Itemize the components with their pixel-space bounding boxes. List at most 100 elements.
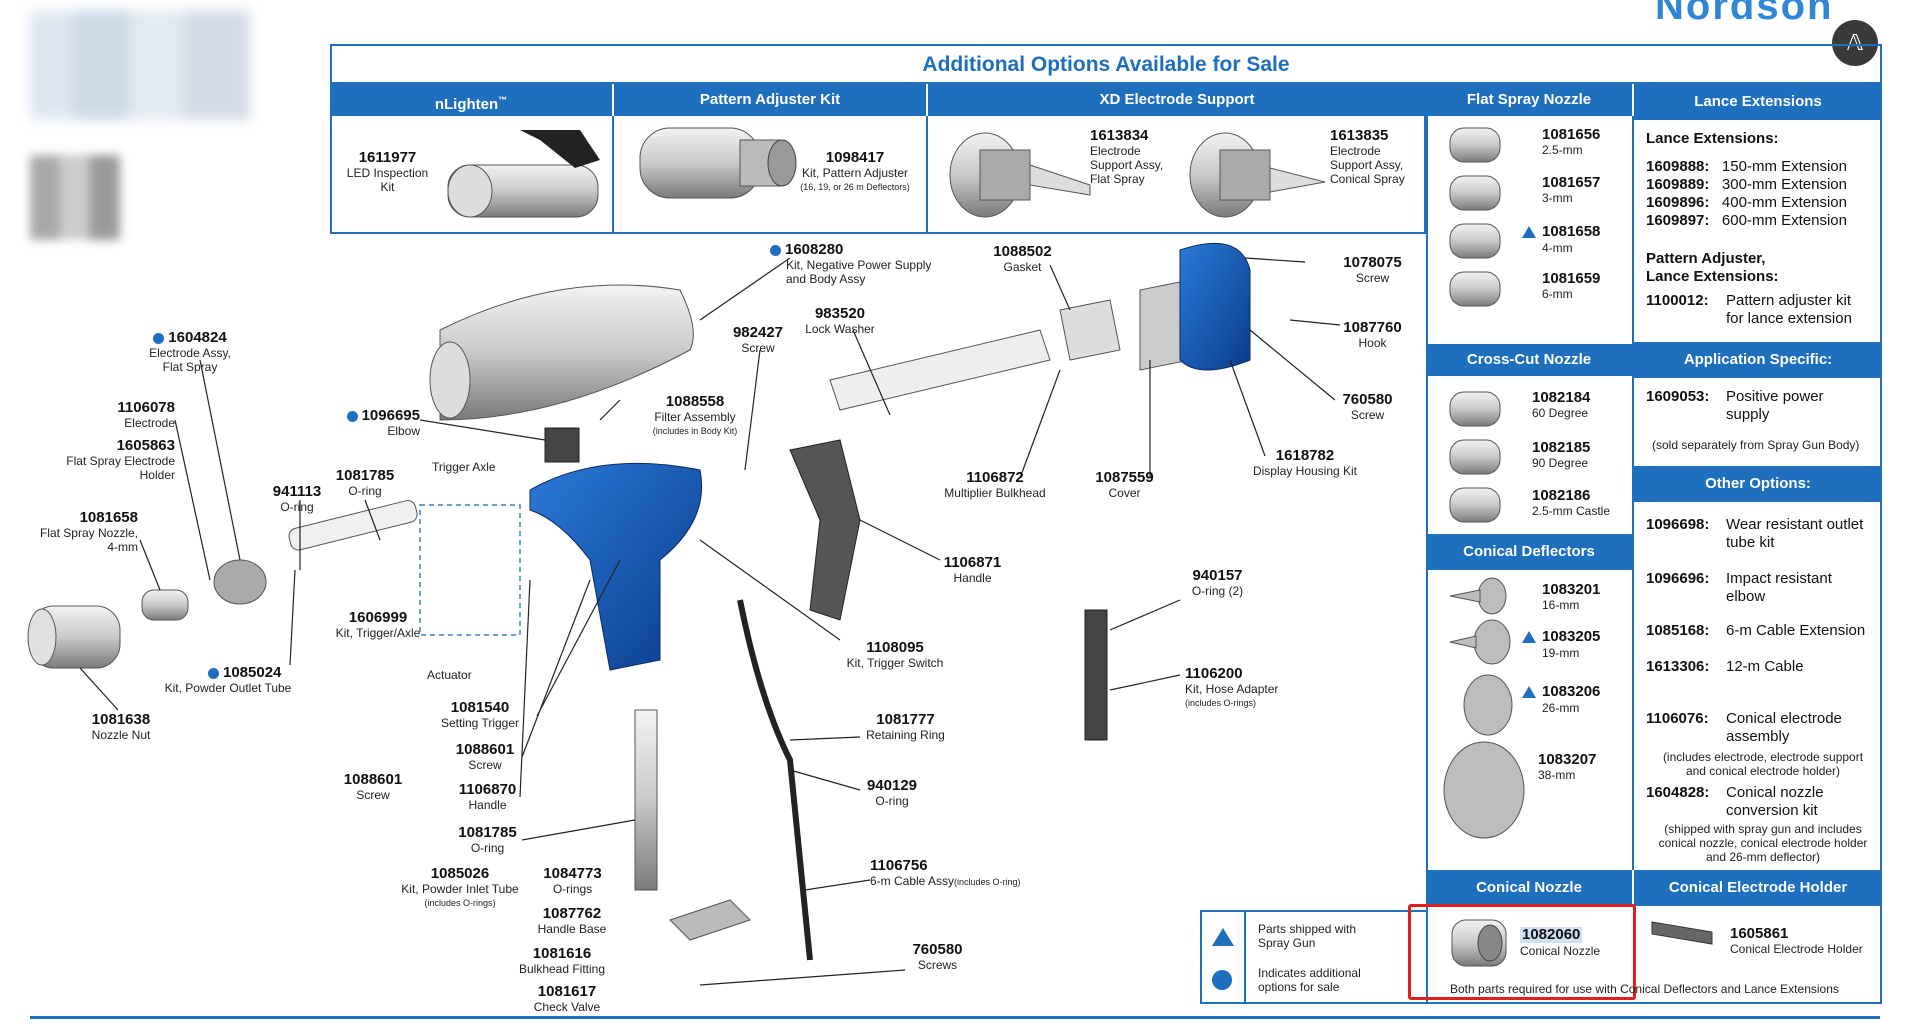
legend-divider <box>1244 910 1246 1004</box>
divider <box>1632 116 1634 870</box>
bottom-note: Both parts required for use with Conical… <box>1450 982 1839 996</box>
flat-spray-nozzle-image <box>141 589 189 621</box>
section-header-conical-nozzle: Conical Nozzle <box>1426 870 1632 906</box>
legend-box <box>1200 910 1426 1004</box>
blurred-region <box>30 10 250 120</box>
other-item-3: 1085168:6-m Cable Extension <box>1646 622 1866 639</box>
multiplier-image <box>829 329 1051 411</box>
pattern-adjuster-image <box>639 127 797 199</box>
elbow-image <box>544 427 580 463</box>
divider <box>612 116 614 234</box>
handle-cover-image <box>789 439 861 621</box>
conical-nozzle-item: 1082060 Conical Nozzle <box>1520 926 1601 958</box>
section-header-cross-cut: Cross-Cut Nozzle <box>1426 344 1632 376</box>
lance-heading: Lance Extensions: <box>1646 130 1779 147</box>
pattern-adjuster-heading: Pattern Adjuster,Lance Extensions: <box>1646 250 1779 285</box>
other-item-4: 1613306:12-m Cable <box>1646 658 1804 675</box>
cross-cut-nozzle-images <box>1449 391 1501 523</box>
section-header-conical-deflectors: Conical Deflectors <box>1426 534 1632 570</box>
lance-list: 1609888: 150-mm Extension 1609889: 300-m… <box>1646 158 1847 229</box>
electrode-holder-image <box>213 559 267 605</box>
shipped-triangle-icon <box>1522 225 1536 238</box>
section-header-lance: Lance Extensions <box>1632 84 1882 120</box>
item-1613834: 1613834 Electrode Support Assy, Flat Spr… <box>1090 127 1164 187</box>
gasket-image <box>1059 299 1121 361</box>
leader-lines <box>79 257 1341 986</box>
section-header-flat-spray: Flat Spray Nozzle <box>1426 84 1632 116</box>
section-header-xd-electrode: XD Electrode Support <box>926 84 1426 116</box>
gun-body-image <box>439 284 694 421</box>
translate-icon[interactable]: 𝔸 <box>1832 20 1878 66</box>
blurred-logo <box>30 155 120 240</box>
nozzle-nut-image <box>27 605 121 669</box>
section-header-pattern-adjuster: Pattern Adjuster Kit <box>612 84 926 116</box>
item-1611977: 1611977 LED Inspection Kit <box>346 149 429 195</box>
label-actuator: Actuator <box>427 668 472 682</box>
handle-base-image <box>669 899 751 941</box>
led-inspection-kit-image <box>447 130 600 218</box>
conical-nozzle-image <box>1451 919 1507 967</box>
hose-adapter-image <box>1084 609 1108 741</box>
divider <box>926 116 928 234</box>
conical-deflector-images <box>1443 577 1525 839</box>
shipped-triangle-icon <box>1212 928 1234 946</box>
section-header-conical-holder: Conical Electrode Holder <box>1632 870 1882 906</box>
cable-image <box>737 599 813 961</box>
flat-nozzle-images <box>1449 127 1501 307</box>
conical-holder-image <box>1651 921 1713 945</box>
section-header-nlighten: nLighten™ <box>330 84 612 116</box>
inlet-tube-image <box>634 709 658 891</box>
xd-electrode-conical-image <box>1189 132 1326 218</box>
application-note: (sold separately from Spray Gun Body) <box>1652 438 1860 452</box>
display-housing-image <box>1179 242 1251 371</box>
top-options-panel <box>330 82 1426 234</box>
section-header-application: Application Specific: <box>1632 342 1882 378</box>
shipped-triangle-icon <box>1522 630 1536 643</box>
conical-holder-item: 1605861 Conical Electrode Holder <box>1730 925 1863 957</box>
brand-logo: Nordson <box>1655 0 1834 28</box>
